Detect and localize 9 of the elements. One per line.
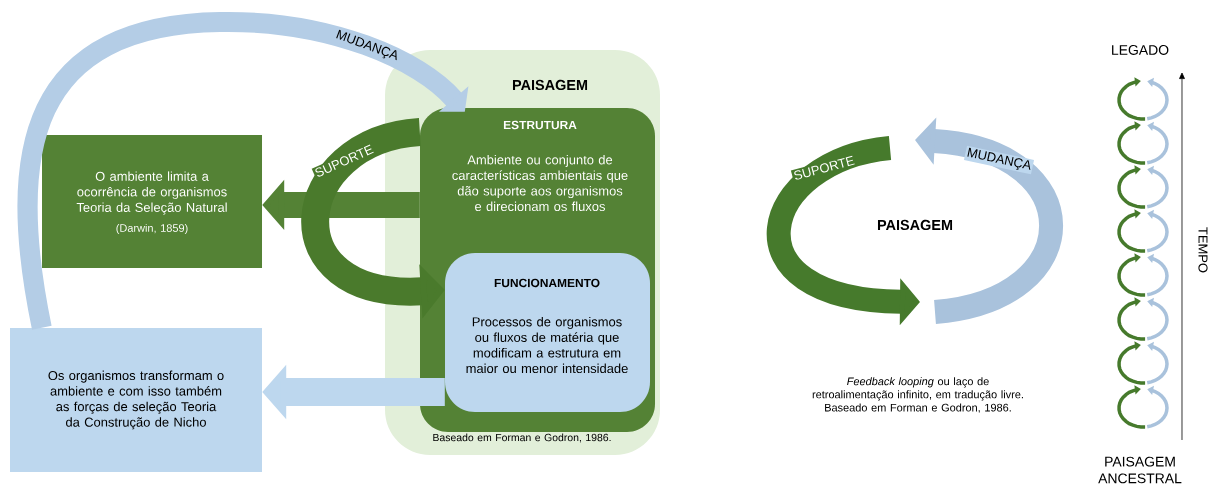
selection-box: O ambiente limita a ocorrência de organismos Teoria da Seleção Natural (Darwin, 1859)	[42, 135, 262, 268]
function-box: FUNCIONAMENTO Processos de organismos ou fluxos de matéria que modificam a estrutura em maior ou menor intensidade	[445, 253, 650, 412]
arrow	[17, 12, 469, 330]
caption-text: Feedback looping ou laço de retroalimentação infinito, em tradução livre. Baseado em Forman e Godron, 1986.	[812, 377, 1023, 413]
niche-box: Os organismos transformam o ambiente e com isso também as forças de seleção Teoria da Construção de Nicho	[10, 328, 262, 472]
bottom-label: PAISAGEM ANCESTRAL	[1098, 456, 1182, 484]
axis-label: TEMPO	[1198, 227, 1208, 273]
top-label: LEGADO	[1112, 45, 1169, 55]
center-title: PAISAGEM	[878, 219, 953, 231]
